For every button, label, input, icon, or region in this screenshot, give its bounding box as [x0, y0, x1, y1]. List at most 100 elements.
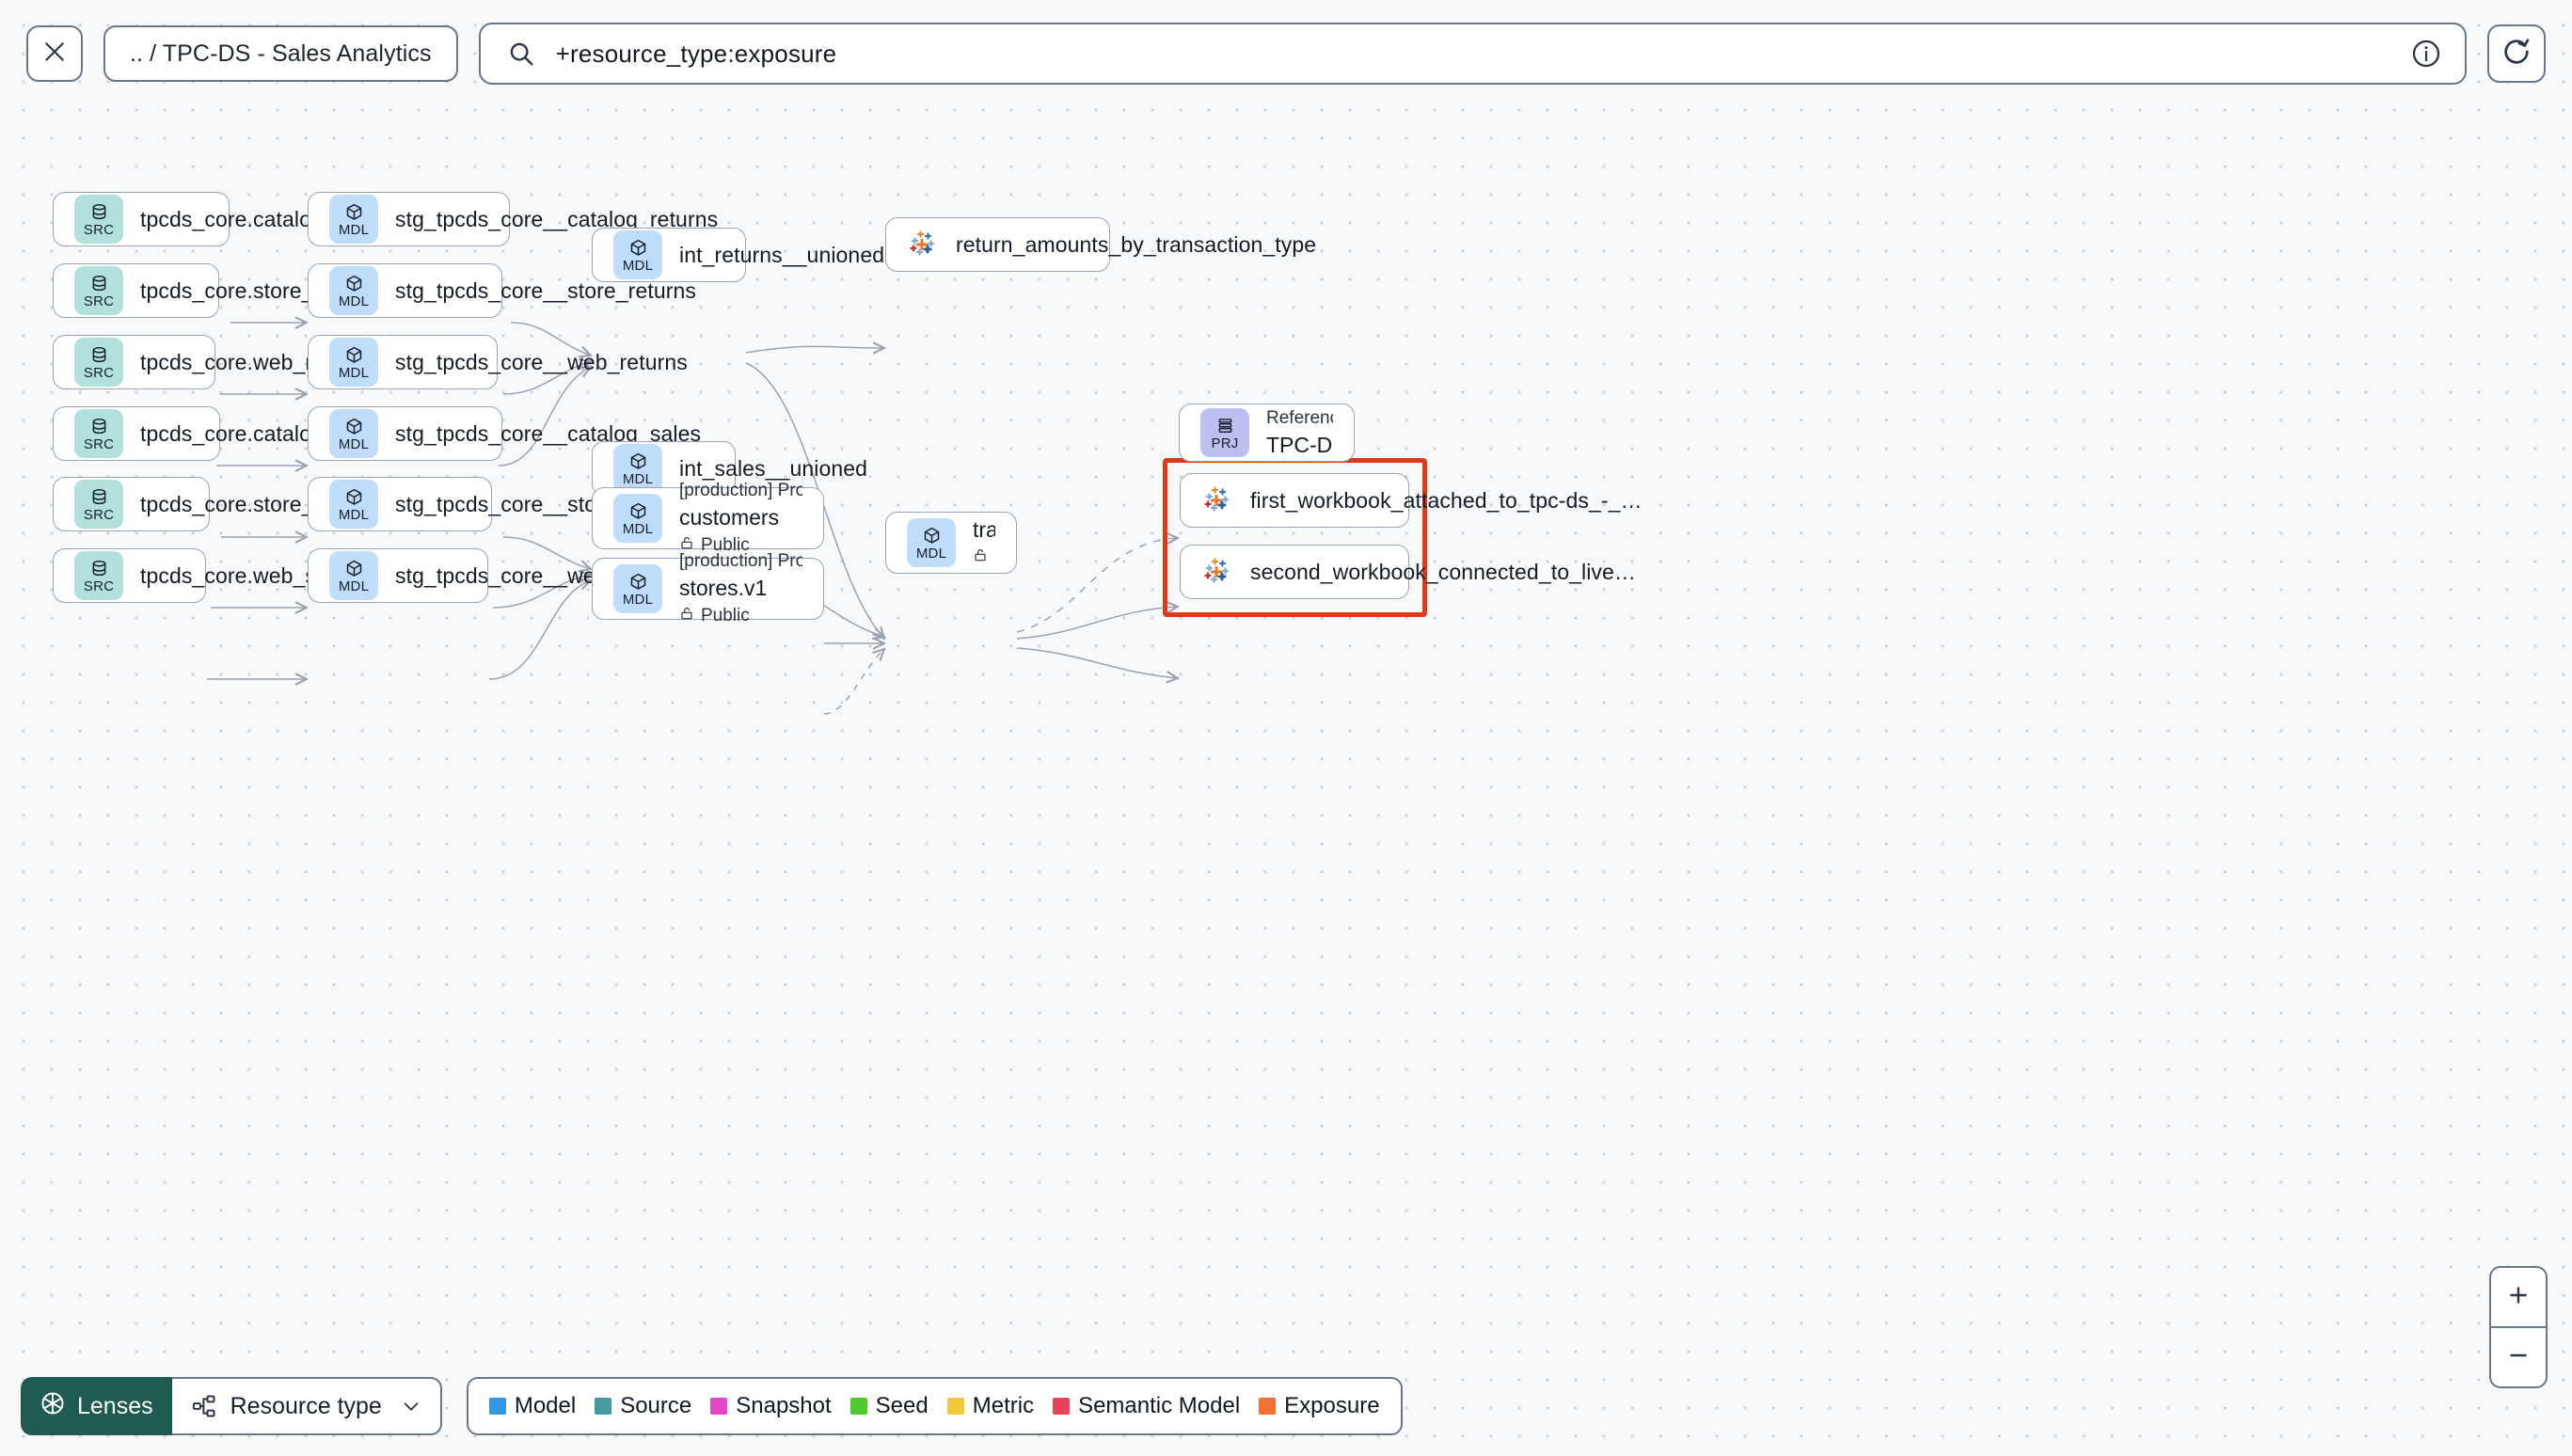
legend-swatch [1259, 1398, 1277, 1415]
legend-item-metric: Metric [946, 1393, 1035, 1419]
node-src-web-sales[interactable]: SRC tpcds_core.web_sales [53, 548, 356, 603]
close-button[interactable] [26, 25, 83, 82]
node-exposure-first-workbook[interactable]: first_workbook_attached_to_tpc-ds_-_… [1180, 473, 1643, 528]
node-project-path: [production] Project: TPC-DS - Core Data… [679, 550, 802, 571]
resource-type-label: Resource type [230, 1392, 382, 1419]
legend-swatch [710, 1398, 728, 1415]
node-label: stg_tpcds_core__catalog_returns [395, 206, 719, 231]
minus-icon [2506, 1343, 2531, 1372]
node-stg-catalog-sales[interactable]: MDL stg_tpcds_core__catalog_sales [308, 406, 701, 461]
node-label: return_amounts_by_transaction_type [956, 231, 1317, 257]
legend-swatch [849, 1398, 867, 1415]
breadcrumb[interactable]: .. / TPC-DS - Sales Analytics [103, 25, 458, 82]
aperture-icon [40, 1390, 66, 1423]
model-icon: MDL [613, 564, 662, 613]
node-src-store-sales[interactable]: SRC tpcds_core.store_sales [53, 477, 365, 531]
model-icon: MDL [613, 494, 662, 543]
model-icon: MDL [329, 195, 378, 244]
source-tag: SRC [83, 507, 115, 523]
node-visibility: Public [679, 605, 802, 627]
visibility-label: Public [701, 605, 750, 625]
legend-swatch [488, 1398, 506, 1415]
legend-label: Seed [875, 1393, 929, 1418]
zoom-controls [2489, 1266, 2548, 1388]
project-tag: PRJ [1211, 435, 1239, 451]
lenses-button[interactable]: Lenses [21, 1377, 172, 1435]
model-tag: MDL [622, 592, 654, 608]
model-tag: MDL [338, 578, 370, 594]
legend-item-exposure: Exposure [1259, 1393, 1380, 1419]
node-model-transactions[interactable]: MDL transactions Public [885, 512, 1017, 574]
node-exposure-return-amounts[interactable]: return_amounts_by_transaction_type [885, 217, 1316, 272]
model-icon: MDL [613, 444, 662, 493]
node-src-web-returns[interactable]: SRC tpcds_core.web_returns [53, 335, 373, 389]
info-icon[interactable] [2410, 38, 2442, 70]
search-icon [507, 40, 535, 68]
node-label: first_workbook_attached_to_tpc-ds_-_… [1250, 487, 1643, 513]
source-icon: SRC [74, 338, 123, 387]
legend-label: Metric [972, 1393, 1035, 1418]
legend-item-source: Source [595, 1393, 691, 1419]
source-tag: SRC [83, 293, 115, 309]
refresh-icon [2501, 36, 2532, 72]
source-icon: SRC [74, 480, 123, 529]
hierarchy-icon [191, 1393, 217, 1419]
unlock-icon [679, 605, 694, 627]
model-tag: MDL [338, 436, 370, 452]
model-icon: MDL [329, 266, 378, 315]
search-input[interactable]: +resource_type:exposure [478, 23, 2467, 85]
model-icon: MDL [329, 409, 378, 458]
model-tag: MDL [338, 293, 370, 309]
node-exposure-second-workbook[interactable]: second_workbook_connected_to_live… [1180, 545, 1636, 599]
unlock-icon [679, 534, 694, 557]
legend-label: Semantic Model [1078, 1393, 1241, 1418]
node-label: customers [679, 504, 780, 530]
node-visibility: Public [973, 546, 995, 569]
source-tag: SRC [83, 222, 115, 238]
node-label: stores.v1 [679, 575, 768, 600]
node-int-returns-unioned[interactable]: MDL int_returns__unioned [592, 228, 884, 282]
node-src-store-returns[interactable]: SRC tpcds_core.store_returns [53, 263, 382, 318]
model-tag: MDL [622, 521, 654, 537]
node-model-stores-v1[interactable]: MDL [production] Project: TPC-DS - Core … [592, 551, 824, 625]
exposure-icon [907, 229, 939, 261]
graph-canvas[interactable]: SRC tpcds_core.catalog_returns SRC tpcds… [0, 107, 2572, 1456]
source-icon: SRC [74, 195, 123, 244]
exposure-icon [1201, 556, 1233, 588]
model-tag: MDL [622, 471, 654, 487]
legend-label: Model [514, 1393, 577, 1418]
resource-type-dropdown[interactable]: Resource type [171, 1377, 442, 1435]
legend-swatch [595, 1398, 612, 1415]
refresh-button[interactable] [2487, 24, 2546, 83]
legend-swatch [1053, 1398, 1071, 1415]
node-stg-web-returns[interactable]: MDL stg_tpcds_core__web_returns [308, 335, 688, 389]
source-tag: SRC [83, 365, 115, 381]
model-tag: MDL [915, 546, 947, 562]
source-icon: SRC [74, 266, 123, 315]
node-stg-store-sales[interactable]: MDL stg_tpcds_core__store_sales [308, 477, 679, 531]
node-label: int_sales__unioned [679, 455, 868, 481]
legend-label: Exposure [1284, 1393, 1380, 1418]
zoom-in-button[interactable] [2491, 1268, 2546, 1328]
node-project-referenced-by[interactable]: PRJ Referenced by TPC-DS - Core Data Mod… [1179, 404, 1355, 462]
plus-icon [2506, 1283, 2531, 1312]
model-icon: MDL [329, 480, 378, 529]
model-tag: MDL [338, 507, 370, 523]
node-model-customers[interactable]: MDL [production] Project: TPC-DS - Core … [592, 481, 824, 555]
node-src-catalog-sales[interactable]: SRC tpcds_core.catalog_sales [53, 406, 387, 461]
node-src-catalog-returns[interactable]: SRC tpcds_core.catalog_returns [53, 192, 404, 246]
node-relation-label: Referenced by [1266, 407, 1333, 428]
source-tag: SRC [83, 436, 115, 452]
visibility-label: Public [994, 547, 995, 568]
node-stg-catalog-returns[interactable]: MDL stg_tpcds_core__catalog_returns [308, 192, 718, 246]
visibility-label: Public [701, 534, 750, 555]
legend-item-model: Model [488, 1393, 577, 1419]
toolbar: .. / TPC-DS - Sales Analytics +resource_… [0, 0, 2572, 107]
model-icon: MDL [613, 230, 662, 279]
node-stg-web-sales[interactable]: MDL stg_tpcds_core__web_sales [308, 548, 671, 603]
legend-item-semantic-model: Semantic Model [1053, 1393, 1240, 1419]
resource-type-legend: Model Source Snapshot Seed Metric Semant… [466, 1377, 1403, 1435]
zoom-out-button[interactable] [2491, 1328, 2546, 1386]
node-stg-store-returns[interactable]: MDL stg_tpcds_core__store_returns [308, 263, 696, 318]
